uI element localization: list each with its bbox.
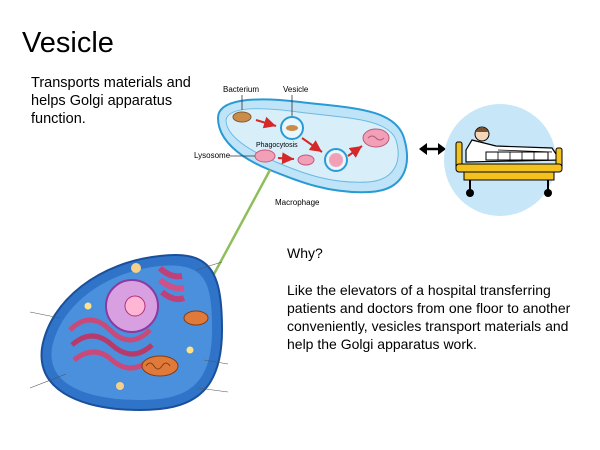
process-arrow [347,145,363,158]
animal-cell-illustration [29,254,229,412]
process-arrow [301,137,323,153]
lysosome-shape [297,154,315,166]
slide-title: Vesicle [22,27,114,59]
hospital-bed-icon [444,104,563,216]
why-heading: Why? [287,245,323,261]
left-right-arrow-icon [419,143,446,155]
label-lysosome: Lysosome [194,151,231,160]
label-vesicle: Vesicle [283,85,309,94]
digestion-vacuole-shape [362,128,390,148]
bacterium-shape [232,111,252,123]
explanation-text: Like the elevators of a hospital transfe… [287,282,571,352]
vesicle-shape [280,116,304,140]
phagolysosome-shape [324,148,348,172]
process-arrow [255,116,277,129]
process-arrow [277,152,295,165]
label-phagocytosis: Phagocytosis [256,142,298,149]
label-macrophage: Macrophage [275,198,320,207]
slide-subtitle: Transports materials and helps Golgi app… [31,75,191,127]
label-bacterium: Bacterium [223,85,259,94]
lysosome-shape [254,149,276,163]
